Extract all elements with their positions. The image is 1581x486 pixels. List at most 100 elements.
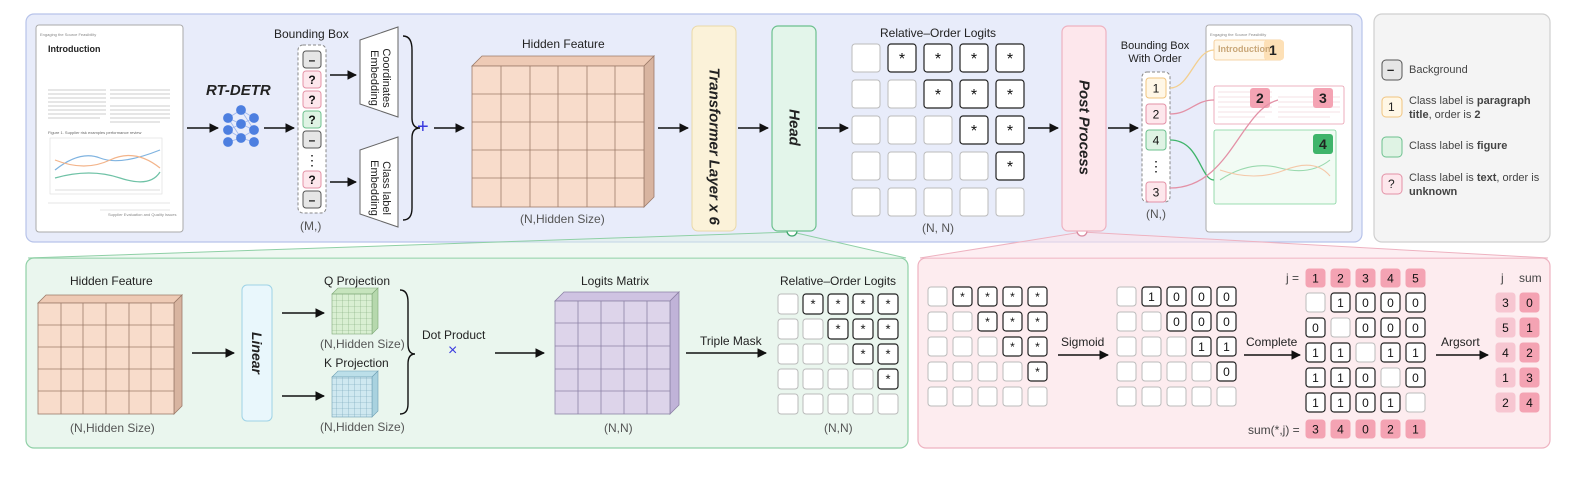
head-hidden-dims: (N,Hidden Size): [70, 421, 155, 435]
svg-text:0: 0: [1198, 290, 1205, 304]
svg-text:1: 1: [1337, 371, 1344, 385]
svg-text:*: *: [860, 347, 865, 362]
masked-cell: [802, 393, 824, 415]
sigmoid-cell: [1141, 336, 1162, 357]
coordinates-embedding-label: Coordinates Embedding: [368, 48, 392, 108]
svg-text:*: *: [1007, 123, 1013, 140]
svg-text:1: 1: [1337, 296, 1344, 310]
svg-text:*: *: [1007, 159, 1013, 176]
svg-text:1: 1: [1312, 346, 1319, 360]
masked-cell: [887, 151, 917, 181]
transformer-label: Transformer Layer x 6: [705, 67, 723, 225]
svg-text:*: *: [1010, 290, 1015, 304]
masked-cell: [927, 386, 948, 407]
svg-text:?: ?: [308, 73, 315, 87]
sigmoid-cell: [1191, 361, 1212, 382]
complete-cell: 0: [1305, 317, 1326, 338]
svg-text:3: 3: [1312, 422, 1319, 436]
legend-background-swatch: [1381, 59, 1403, 81]
complete-cell: [1305, 292, 1326, 313]
result-j-cell: 3: [1495, 292, 1516, 313]
masked-cell: [923, 151, 953, 181]
complete-cell: 0: [1380, 292, 1401, 313]
masked-cell: [927, 361, 948, 382]
svg-text:2: 2: [1387, 422, 1394, 436]
svg-text:1: 1: [1526, 321, 1533, 335]
svg-text:?: ?: [308, 93, 315, 107]
plus-sign: +: [417, 116, 429, 138]
svg-text:*: *: [971, 87, 977, 104]
masked-cell: [977, 361, 998, 382]
result-j-cell: 2: [1495, 392, 1516, 413]
svg-text:*: *: [860, 322, 865, 337]
result-j-cell: 4: [1495, 342, 1516, 363]
masked-cell: [959, 187, 989, 217]
masked-cell: [959, 151, 989, 181]
logit-cell: *: [802, 293, 824, 315]
order-token: 4: [1145, 129, 1167, 151]
logit-cell: *: [995, 43, 1025, 73]
result-sum-cell: 2: [1519, 342, 1540, 363]
svg-text:*: *: [935, 51, 941, 68]
legend-bg-symbol: –: [1387, 62, 1395, 77]
dot-product-label: Dot Product: [422, 328, 486, 342]
head-block: [771, 25, 817, 232]
svg-text:1: 1: [1337, 346, 1344, 360]
sigmoid-cell: [1141, 311, 1162, 332]
logit-cell: *: [852, 293, 874, 315]
logit-cell: *: [1027, 286, 1048, 307]
result-sum-header: sum: [1519, 271, 1542, 285]
svg-text:*: *: [960, 290, 965, 304]
svg-text:2: 2: [1153, 107, 1160, 121]
complete-cell: 1: [1330, 367, 1351, 388]
svg-text:2: 2: [1526, 346, 1533, 360]
masked-cell: [977, 386, 998, 407]
svg-text:*: *: [971, 123, 977, 140]
result-j-cell: 5: [1495, 317, 1516, 338]
ellipsis: ⋮: [305, 152, 319, 168]
class-embedding-block: [359, 136, 399, 228]
svg-text:?: ?: [308, 113, 315, 127]
linear-block: [241, 284, 273, 422]
rt-detr-label: RT-DETR: [206, 82, 271, 99]
masked-cell: [852, 368, 874, 390]
logit-cell: *: [995, 151, 1025, 181]
svg-text:1: 1: [1148, 290, 1155, 304]
svg-text:–: –: [309, 133, 316, 147]
svg-text:0: 0: [1223, 315, 1230, 329]
complete-cell: [1330, 317, 1351, 338]
svg-text:4: 4: [1387, 271, 1394, 285]
order-badge-3: [1313, 88, 1333, 108]
argsort-label: Argsort: [1441, 335, 1480, 349]
masked-cell: [1027, 386, 1048, 407]
masked-cell: [887, 79, 917, 109]
hidden-feature-label: Hidden Feature: [522, 37, 605, 51]
complete-cell: 0: [1380, 317, 1401, 338]
svg-text:0: 0: [1198, 315, 1205, 329]
masked-cell: [777, 293, 799, 315]
logit-cell: *: [1002, 336, 1023, 357]
logit-cell: *: [977, 286, 998, 307]
svg-text:4: 4: [1337, 422, 1344, 436]
logit-cell: *: [877, 318, 899, 340]
complete-label: Complete: [1246, 335, 1298, 349]
complete-cell: [1405, 392, 1426, 413]
j-header-cell: 4: [1380, 268, 1401, 288]
j-label: j =: [1286, 271, 1300, 285]
j-header-cell: 2: [1330, 268, 1351, 288]
document-figure: [49, 137, 163, 195]
complete-cell: 1: [1305, 342, 1326, 363]
sigmoid-cell: 0: [1216, 361, 1237, 382]
legend-figure-swatch: [1381, 136, 1403, 158]
masked-cell: [827, 343, 849, 365]
order-token: 2: [1145, 103, 1167, 125]
svg-text:*: *: [1007, 51, 1013, 68]
svg-text:4: 4: [1502, 346, 1509, 360]
complete-cell: 0: [1355, 367, 1376, 388]
sigmoid-cell: [1141, 386, 1162, 407]
masked-cell: [851, 115, 881, 145]
svg-text:*: *: [835, 322, 840, 337]
q-projection-label: Q Projection: [324, 274, 391, 288]
complete-cell: 1: [1330, 292, 1351, 313]
